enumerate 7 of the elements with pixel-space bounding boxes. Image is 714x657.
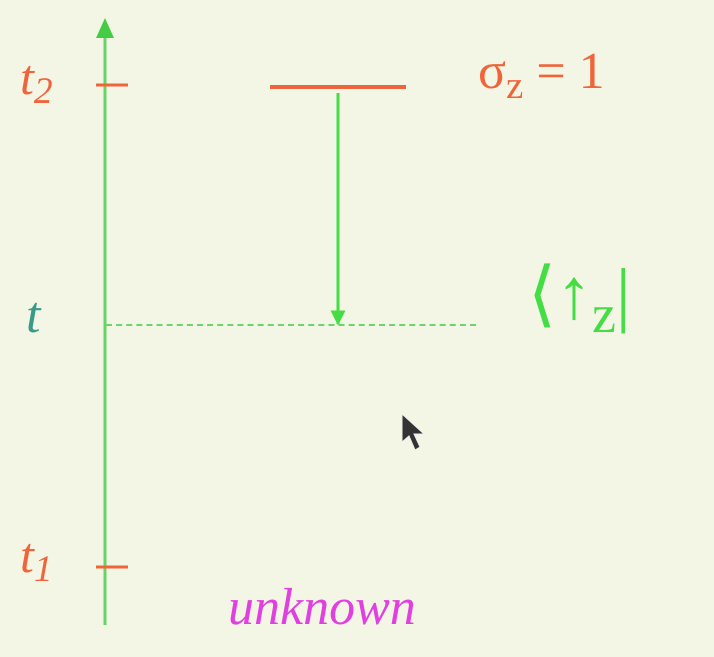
equation-label: σ$_{z}$ = 1	[478, 46, 605, 98]
dashed-time-line	[106, 324, 476, 327]
time-label: t$_{2}$	[20, 52, 53, 102]
arrow	[330, 93, 346, 326]
time-label: t	[26, 290, 40, 342]
status-label: unknown	[228, 582, 416, 634]
time-label: t$_{1}$	[20, 530, 53, 580]
